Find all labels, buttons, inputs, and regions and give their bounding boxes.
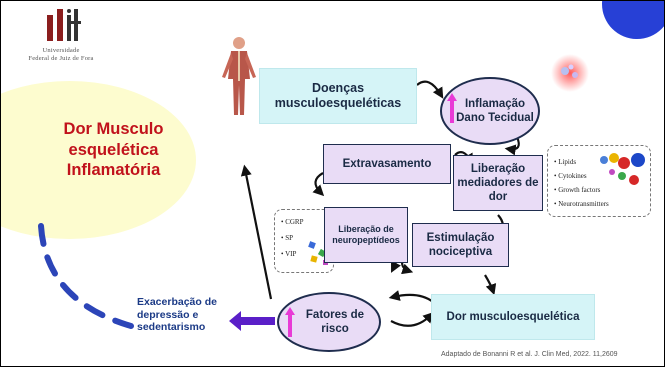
list-item: • Neurotransmitters (554, 200, 609, 208)
cells-icon (551, 54, 589, 92)
list-item: • Cytokines (554, 172, 587, 180)
mediator-molecules-icon (600, 153, 645, 185)
node-estimulacao: Estimulação nociceptiva (412, 223, 509, 267)
magenta-up-arrow-icon (285, 307, 295, 337)
node-liberacao-neuropeptideos: Liberação de neuropeptídeos (324, 207, 408, 263)
node-doencas: Doenças musculoesqueléticas (259, 68, 417, 124)
list-item: • Lipids (554, 158, 577, 166)
list-item: • SP (281, 234, 293, 242)
purple-left-arrow-icon (229, 311, 275, 331)
ufjf-logo-icon (47, 9, 81, 41)
node-extravasamento: Extravasamento (323, 144, 451, 184)
mediators-list: • Lipids • Cytokines • Growth factors • … (547, 145, 651, 217)
human-anatomy-icon (222, 37, 256, 115)
slide-title: Dor Musculo esquelética Inflamatória (63, 120, 164, 179)
node-liberacao-mediadores: Liberação mediadores de dor (453, 155, 543, 211)
node-dor: Dor musculoesquelética (431, 294, 595, 340)
list-item: • VIP (281, 250, 297, 258)
magenta-up-arrow-icon (447, 93, 457, 123)
title-ellipse (1, 81, 196, 239)
node-inflamacao: Inflamação Dano Tecidual (440, 77, 540, 145)
source-citation: Adaptado de Bonanni R et al. J. Clin Med… (441, 351, 618, 358)
list-item: • Growth factors (554, 186, 601, 194)
university-logo: Universidade Federal de Juiz de Fora (21, 7, 99, 65)
list-item: • CGRP (281, 218, 304, 226)
exacerbation-text: Exacerbação de depressão e sedentarismo (137, 296, 217, 333)
university-name: Universidade Federal de Juiz de Fora (28, 47, 94, 62)
node-fatores: Fatores de risco (277, 292, 381, 352)
